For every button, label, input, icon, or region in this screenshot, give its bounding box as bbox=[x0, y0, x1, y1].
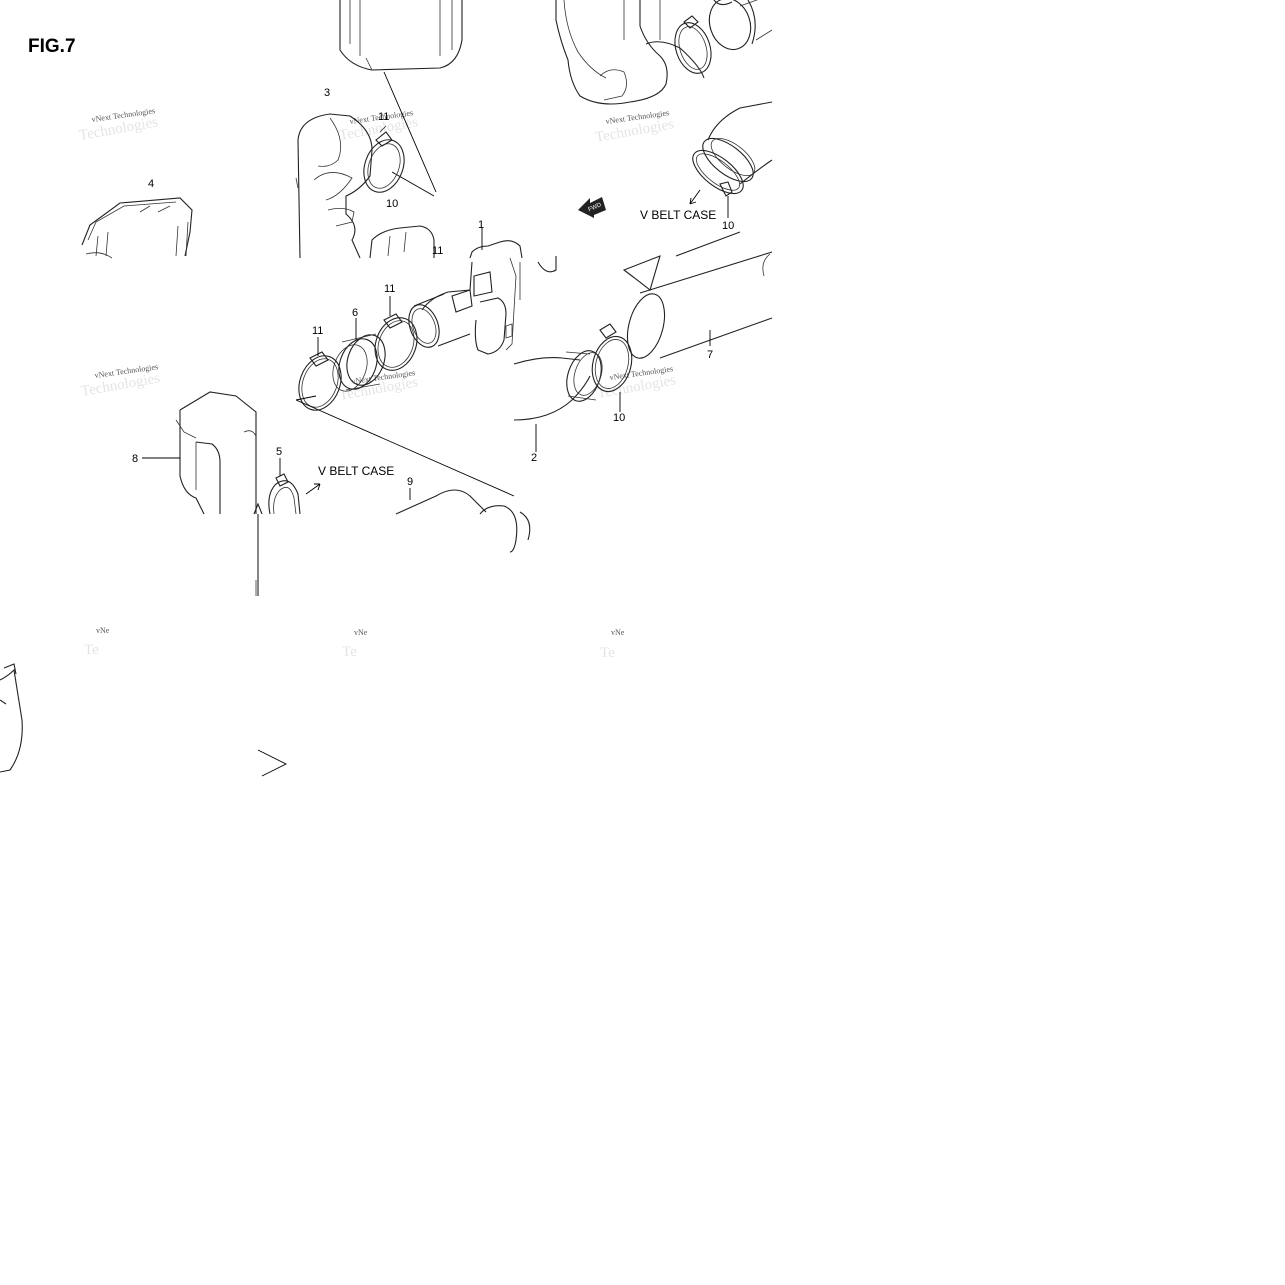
v-belt-case-note: V BELT CASE bbox=[640, 208, 716, 222]
callout-label: 9 bbox=[407, 476, 413, 488]
notes: V BELT CASE V BELT CASE bbox=[318, 208, 716, 478]
clamp-ring-part-5 bbox=[268, 458, 321, 515]
lower-hose-fragment bbox=[0, 502, 288, 777]
elbow-duct-part-2 bbox=[513, 350, 603, 452]
callout-label: 8 bbox=[132, 453, 138, 465]
hose-clamp-part-11 bbox=[363, 125, 405, 193]
callout-label: 11 bbox=[384, 283, 395, 295]
callout-labels: 1 2 3 4 5 6 7 8 9 10 10 10 11 11 11 11 bbox=[132, 87, 734, 488]
callout-label: 11 bbox=[312, 325, 323, 337]
svg-text:Te: Te bbox=[342, 644, 357, 660]
callout-label: 6 bbox=[352, 307, 358, 319]
svg-text:vNe: vNe bbox=[354, 628, 368, 637]
hose-clamp-part-10 bbox=[591, 323, 633, 412]
fwd-badge-label: FWD bbox=[588, 202, 604, 213]
intake-housing-top-right bbox=[555, 0, 773, 105]
callout-label: 5 bbox=[276, 446, 282, 458]
callout-label: 10 bbox=[613, 412, 625, 424]
callout-label: 11 bbox=[432, 245, 443, 257]
callout-label: 10 bbox=[386, 198, 398, 210]
callout-label: 11 bbox=[378, 111, 389, 123]
callout-label: 10 bbox=[722, 220, 734, 232]
callout-label: 4 bbox=[148, 178, 154, 190]
tube-part-9 bbox=[395, 488, 531, 553]
callout-label: 7 bbox=[707, 349, 713, 361]
v-belt-case-note: V BELT CASE bbox=[318, 464, 394, 478]
svg-text:vNe: vNe bbox=[96, 626, 110, 635]
intake-boot-part-6 bbox=[332, 318, 386, 392]
svg-text:Te: Te bbox=[600, 645, 615, 661]
callout-label: 1 bbox=[478, 219, 484, 231]
figure-title: FIG.7 bbox=[28, 36, 76, 57]
intake-tee-part-1 bbox=[408, 228, 557, 355]
intake-pipe-part-7 bbox=[622, 231, 773, 359]
air-box-part-3 bbox=[295, 0, 463, 259]
watermark-group: Technologies vNext Technologies Technolo… bbox=[78, 106, 677, 661]
fwd-arrow-badge: FWD bbox=[578, 197, 606, 218]
vbelt-duct-upper bbox=[689, 101, 773, 218]
leader-lines-top bbox=[383, 71, 437, 197]
leader-lines-mid bbox=[295, 395, 515, 497]
air-cleaner-cover-part-4 bbox=[81, 197, 193, 259]
callout-label: 2 bbox=[531, 452, 537, 464]
svg-text:Te: Te bbox=[84, 642, 99, 658]
svg-text:vNe: vNe bbox=[611, 628, 625, 637]
callout-label: 3 bbox=[324, 87, 330, 99]
duct-part-10 bbox=[369, 225, 435, 259]
filter-cover-part-8 bbox=[142, 391, 257, 515]
